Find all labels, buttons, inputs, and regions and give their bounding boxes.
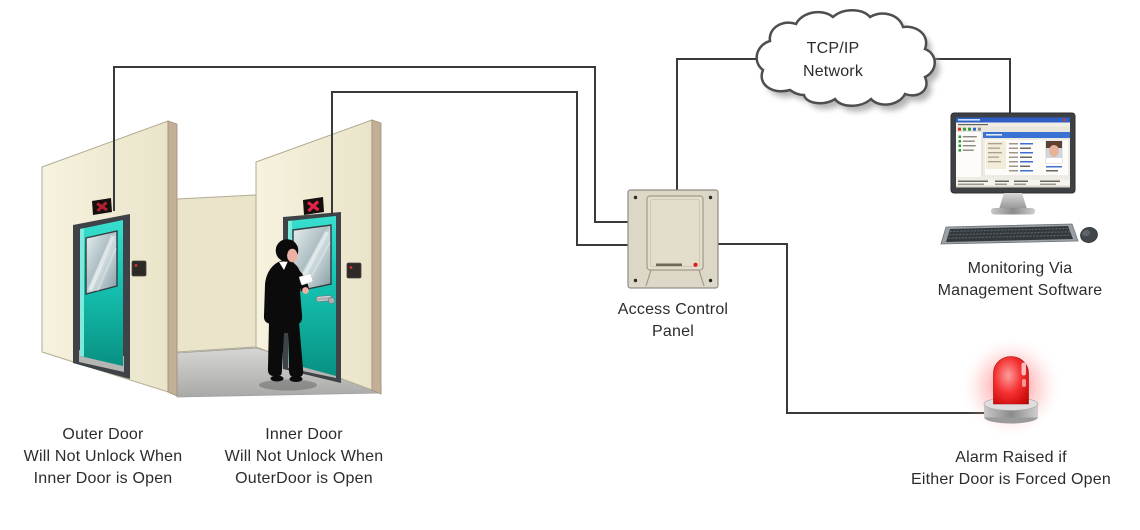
access-card [299,273,314,286]
inner-wall-edge [371,119,382,395]
outer-door-illustration [41,120,178,397]
employee-photo [1045,140,1063,164]
card-reader-icon [346,262,362,279]
outer-wall-edge [167,120,178,397]
keyboard-graphic [940,223,1079,245]
caption-line: Outer Door [62,426,144,443]
access-control-panel-graphic [627,189,719,289]
inner-door-caption: Inner Door Will Not Unlock When OuterDoo… [194,424,414,490]
person-shadow [259,379,317,391]
outer-window-glare [88,235,117,293]
monitor-graphic [950,112,1076,215]
alarm-caption: Alarm Raised if Either Door is Forced Op… [891,447,1131,491]
caption-line: Access Control [617,301,729,318]
access-panel-caption: Access Control Panel [573,299,773,343]
back-wall [176,194,257,353]
caption-line: OuterDoor is Open [235,470,373,487]
caption-line: Panel [652,323,694,340]
no-entry-x-icon [92,198,112,215]
card-reader-icon [131,260,147,277]
outer-door-leaf-edge [80,228,84,357]
wire-outer-door-to-panel [113,66,629,223]
cloud-shape [755,9,936,107]
management-software-screen [956,117,1070,188]
monitoring-caption: Monitoring Via Management Software [910,258,1130,302]
caption-line: Monitoring Via [967,260,1073,277]
panel-led [693,262,698,267]
mantrap-illustration [41,119,382,398]
outer-door-caption: Outer Door Will Not Unlock When Inner Do… [0,424,206,490]
person-figure [259,239,317,391]
network-cloud-graphic [755,9,940,112]
form-fields [1009,143,1033,172]
caption-line: TCP/IP [806,40,860,57]
person-face [287,248,298,263]
network-cloud-label: TCP/IP Network [773,37,893,83]
caption-line: Inner Door is Open [33,470,173,487]
tree-items [958,135,977,152]
shirt-collar [279,261,288,270]
no-entry-x-icon [303,197,324,215]
person-hand [302,287,309,294]
caption-line: Network [802,63,864,80]
alarm-graphic [959,335,1063,439]
monitor-stand [999,193,1027,209]
wire-panel-to-alarm [718,243,988,414]
caption-line: Will Not Unlock When [23,448,183,465]
door-handle-icon [315,295,336,305]
alarm-dome [993,356,1029,405]
caption-line: Will Not Unlock When [224,448,384,465]
monitor-base [991,208,1035,215]
panel-print-text [656,263,682,267]
caption-line: Inner Door [265,426,343,443]
caption-line: Management Software [937,282,1103,299]
caption-line: Either Door is Forced Open [911,471,1111,488]
mouse-graphic [1080,227,1098,243]
caption-line: Alarm Raised if [955,449,1067,466]
wire-inner-door-to-panel [331,91,629,246]
